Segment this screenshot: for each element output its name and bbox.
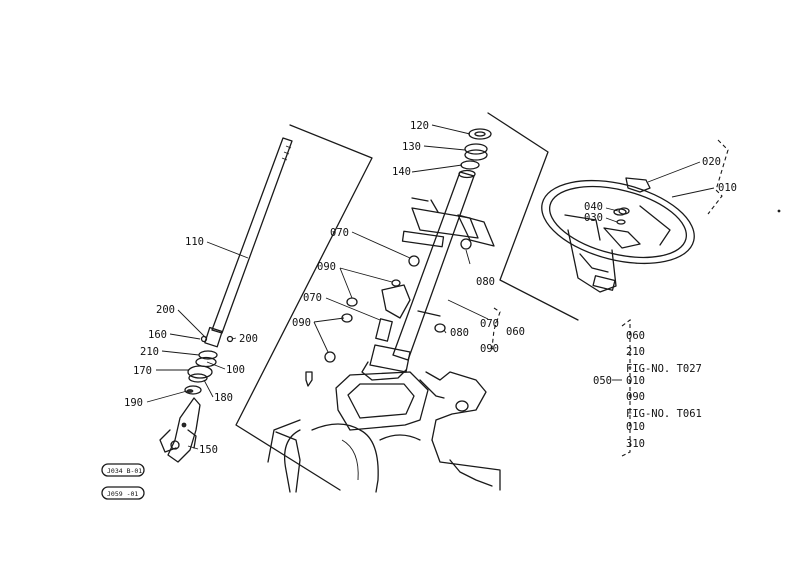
group-050-list: 050 060 210 FIG-NO. T027 010 090 FIG-NO.…: [593, 330, 702, 450]
group-050-item-4: 010: [626, 375, 645, 387]
callout-040: 040: [584, 201, 603, 213]
callout-070-mid: 070: [303, 292, 322, 304]
callout-070-upper: 070: [330, 227, 349, 239]
stray-mark: [777, 209, 781, 213]
ref-tag-1: J034 B-01: [107, 467, 142, 475]
callout-070-right: 070: [480, 318, 499, 330]
callout-080-upper: 080: [476, 276, 495, 288]
callout-090-upper: 090: [317, 261, 336, 273]
callout-030: 030: [584, 212, 603, 224]
callout-190: 190: [124, 397, 143, 409]
callout-200-right: 200: [239, 333, 258, 345]
group-brackets: [491, 139, 729, 457]
callout-210: 210: [140, 346, 159, 358]
wheel-cap-parts: [616, 177, 651, 225]
callout-180: 180: [214, 392, 233, 404]
steering-column: [361, 169, 476, 381]
steering-wheel: [541, 179, 695, 293]
universal-joint: [159, 397, 201, 463]
callout-140: 140: [392, 166, 411, 178]
group-050-item-7: 010: [626, 421, 645, 433]
leader-lines: [146, 124, 715, 450]
callout-100: 100: [226, 364, 245, 376]
group-050-label: 050: [593, 375, 612, 387]
callout-120: 120: [410, 120, 429, 132]
bearing-stack: [460, 128, 492, 170]
column-bracket: [401, 197, 495, 333]
callout-200-left: 200: [156, 304, 175, 316]
callout-160: 160: [148, 329, 167, 341]
view-boundary-lines: [235, 112, 579, 491]
callout-080-lower: 080: [450, 327, 469, 339]
ref-tag-2: J059 -01: [107, 490, 138, 498]
callout-130: 130: [402, 141, 421, 153]
callout-010: 010: [718, 182, 737, 194]
steering-shaft: [204, 137, 293, 348]
reference-tags: J034 B-01 J059 -01: [101, 463, 145, 500]
group-050-item-6: FIG-NO. T061: [626, 408, 702, 420]
callout-090-right: 090: [480, 343, 499, 355]
group-050-item-8: 310: [626, 438, 645, 450]
callout-110: 110: [185, 236, 204, 248]
callout-150: 150: [199, 444, 218, 456]
tractor-housing: [267, 371, 501, 493]
group-050-item-5: 090: [626, 391, 645, 403]
callout-170: 170: [133, 365, 152, 377]
group-050-item-2: 210: [626, 346, 645, 358]
callout-020: 020: [702, 156, 721, 168]
callout-labels: 010 020 040 030 120 130 140 070 080 090 …: [124, 120, 737, 456]
callout-090-mid: 090: [292, 317, 311, 329]
callout-060: 060: [506, 326, 525, 338]
group-050-item-3: FIG-NO. T027: [626, 363, 702, 375]
group-050-item-1: 060: [626, 330, 645, 342]
